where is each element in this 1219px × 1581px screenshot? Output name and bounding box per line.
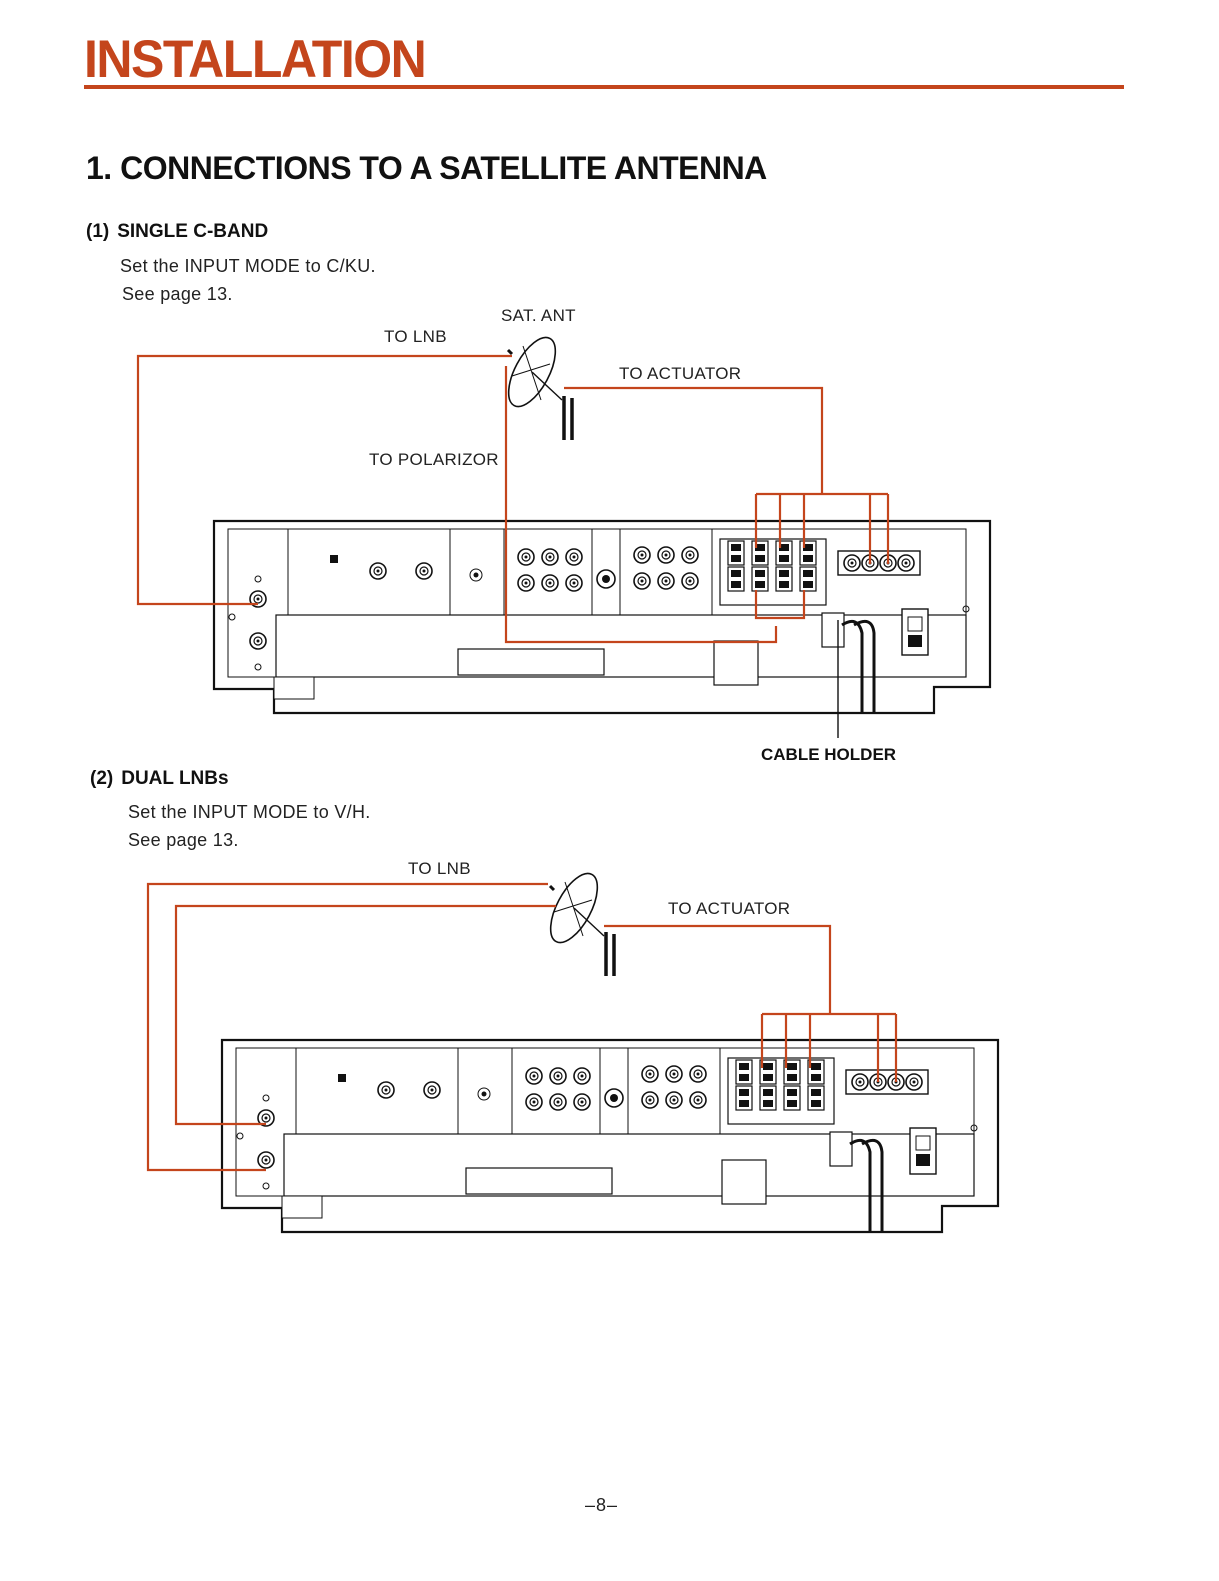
- receiver-rear-panel-2: [222, 1040, 998, 1232]
- satellite-dish-icon-1: [499, 330, 572, 440]
- satellite-dish-icon-2: [541, 866, 614, 976]
- receiver-rear-panel-1: [214, 521, 990, 713]
